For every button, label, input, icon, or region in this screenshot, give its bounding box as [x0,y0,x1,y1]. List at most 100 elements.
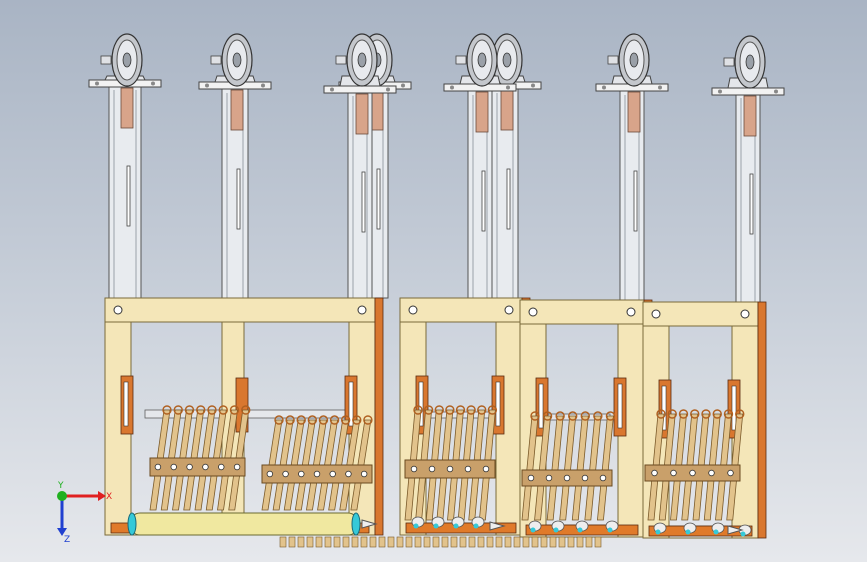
flange-bolt [774,89,778,94]
mast-column [443,33,517,301]
rake-tine [596,415,614,521]
foot-pin-cap [433,523,439,529]
foot-pin-cap [713,529,719,535]
tine-spring-coil [184,405,195,415]
chain-link [423,536,431,548]
flange-bolt [531,83,535,88]
copper-sleeve [370,89,384,131]
chain-link [459,536,467,548]
bolt-hole [360,470,368,478]
bolt-hole [464,465,472,473]
chain-link [477,536,485,548]
flange-bolt [95,81,99,86]
flange-bolt [718,89,722,94]
chain-link [369,536,377,548]
flange-bolt [658,85,662,90]
bolt-hole [345,470,352,478]
bracket-slot [418,381,424,427]
chain-link [297,536,305,548]
roller-end-cap [127,512,137,536]
copper-sleeve [475,91,489,133]
tine-spring-coil [318,415,329,425]
chain-link [360,536,368,548]
flange-plate [711,87,785,96]
bolt-hole [446,465,454,473]
rake-tine [571,415,589,521]
column-slot [749,173,754,235]
bolt-hole [233,463,241,471]
chain-link [504,536,512,548]
flange-bolt [330,87,334,92]
foot-pin-cap [577,527,583,533]
wheel-lock [335,55,347,65]
bolt-hole [329,470,336,478]
column-slot [126,165,131,227]
wheel-lock [100,55,112,65]
column-slot [481,170,486,232]
bolt-hole [313,470,321,478]
bracket-slot [617,383,623,429]
bracket-slot [731,385,737,431]
chain-link [522,536,530,548]
chain-link [432,536,440,548]
chain-link [378,536,386,548]
frame-pivot-hole [651,309,661,319]
bolt-hole [410,465,418,473]
rake-tine [521,415,539,521]
column-slot [236,168,241,230]
tine-spring-coil [455,405,466,415]
chain-link [585,536,593,548]
coordinate-triad: X Y Z [44,480,114,546]
bracket-slot [538,383,544,429]
x-axis-label: X [106,492,112,502]
wheel-lock [455,55,467,65]
z-axis-label: Z [64,535,70,545]
tine-spring-coil [530,411,540,421]
bolt-hole [599,474,607,482]
bolt-hole [218,463,225,471]
flange-bolt [151,81,155,86]
frame-pivot-hole [504,305,514,315]
tine-spring-coil [363,415,373,425]
tine-spring-coil [340,415,351,425]
tine-spring-coil [296,415,306,425]
chain-link [441,536,449,548]
tine-spring-coil [477,405,487,415]
bolt-hole [202,463,209,471]
bolt-hole [545,474,553,482]
wheel-hub [502,52,512,68]
foot-pin-cap [530,527,536,533]
y-axis-label: Y [57,481,64,491]
chain-link [342,536,350,548]
flange-bolt [602,85,606,90]
column-slot [376,168,381,230]
bottom-roller [127,512,361,536]
flange-bolt [205,83,209,88]
mast-column [595,33,669,303]
frame-pivot-hole [357,305,367,315]
bolt-hole [298,470,305,478]
column-slot [506,168,511,230]
chain-link [324,536,332,548]
mast-column [711,35,785,305]
chain-link [450,536,458,548]
flange-bolt [261,83,265,88]
chain-link [288,536,296,548]
wheel-lock [607,55,619,65]
bolt-hole [563,474,571,482]
rake-tine [559,415,577,521]
chain-link [567,536,575,548]
tine-spring-coil [656,409,666,419]
tine-spring-coil [434,405,444,415]
chain-link [414,536,422,548]
foot-pin-cap [473,523,479,529]
wheel-hub [629,52,639,68]
y-axis-dot [57,491,67,501]
z-arrowhead [57,528,67,536]
bottom-pins [361,516,752,537]
tine-spring-coil [196,405,206,415]
flange-bolt [506,85,510,90]
bolt-hole [708,469,715,477]
